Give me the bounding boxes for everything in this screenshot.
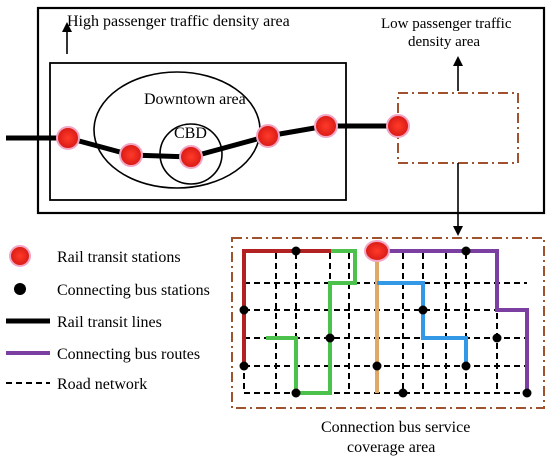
legend-bus-station-icon (14, 283, 26, 295)
bus-station (325, 333, 335, 343)
low-density-label-line1: Low passenger traffic (381, 16, 512, 32)
bus-station (461, 246, 471, 256)
bus-station (492, 333, 502, 343)
legend-label: Rail transit stations (57, 249, 181, 266)
bus-station (239, 361, 249, 371)
bus-station (239, 305, 249, 315)
low-density-arrowhead (453, 56, 463, 66)
bus-station (522, 388, 532, 398)
outer-frame (36, 6, 546, 215)
rail-station (119, 143, 143, 167)
legend-label: Rail transit lines (57, 314, 162, 331)
bus-route-green (266, 249, 357, 395)
bus-routes (242, 249, 529, 395)
coverage-rail-station (364, 240, 390, 262)
legend: Rail transit stations Connecting bus sta… (6, 245, 210, 393)
bus-station (291, 388, 301, 398)
rail-station (256, 124, 280, 148)
zoom-arrowhead (453, 226, 463, 236)
legend-rail-station-icon (9, 245, 31, 267)
legend-label: Connecting bus routes (57, 346, 200, 363)
bus-stations (239, 246, 532, 398)
rail-stations (56, 114, 410, 169)
high-density-label: High passenger traffic density area (67, 13, 290, 30)
bus-route-purple (377, 249, 529, 393)
low-density-label-line2: density area (408, 34, 480, 50)
legend-label: Road network (57, 376, 147, 393)
high-density-arrowhead (62, 22, 72, 32)
rail-station (56, 126, 80, 150)
bus-route-blue (377, 281, 468, 366)
rail-station (179, 145, 203, 169)
rail-station (314, 114, 338, 138)
bus-station (372, 361, 382, 371)
road-network (243, 253, 527, 394)
bus-station (461, 361, 471, 371)
cbd-label: CBD (174, 125, 207, 142)
bus-station (398, 388, 408, 398)
coverage-area-frame (231, 237, 545, 409)
bus-station (291, 246, 301, 256)
high-density-zone (49, 62, 347, 201)
coverage-label-line1: Connection bus service (321, 419, 470, 436)
downtown-label: Downtown area (144, 91, 246, 108)
legend-label: Connecting bus stations (57, 282, 210, 299)
bus-route-red (242, 249, 331, 366)
low-density-zone (397, 92, 519, 164)
rail-station (386, 114, 410, 138)
bus-station (418, 305, 428, 315)
coverage-label-line2: coverage area (347, 439, 435, 456)
